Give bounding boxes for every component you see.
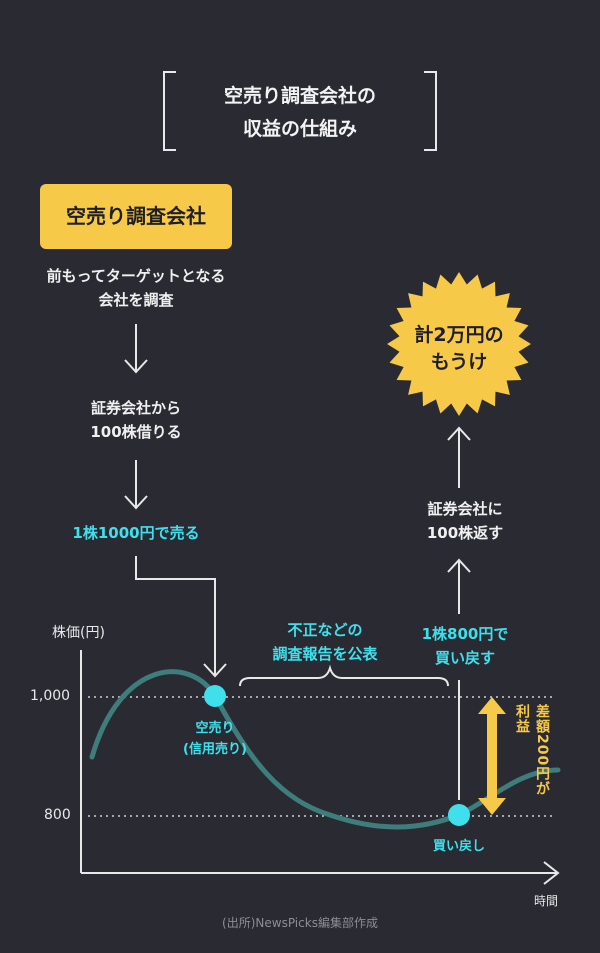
return-line-2: 100株返す (426, 524, 504, 542)
profit-line-2: もうけ (430, 351, 488, 373)
buyback-line-1: 1株800円で (421, 625, 509, 643)
arrow-up-to-return (447, 558, 471, 614)
spread-caption-col-2: 利益 (514, 704, 530, 734)
page-title: 空売り調査会社の 収益の仕組み (163, 80, 437, 146)
spread-caption-col-1: 差額200円が (534, 704, 550, 797)
report-line-1: 不正などの (287, 621, 363, 639)
profit-starburst (387, 272, 531, 416)
buyback-point (448, 804, 470, 826)
title-line-1: 空売り調査会社の (223, 85, 376, 107)
short-point-line-1: 空売り (195, 721, 235, 736)
return-line-1: 証券会社に (427, 500, 503, 518)
research-caption: 前もってターゲットとなる 会社を調査 (20, 264, 252, 312)
research-line-2: 会社を調査 (98, 291, 174, 309)
spread-double-arrow (478, 697, 506, 815)
borrow-line-2: 100株借りる (90, 423, 182, 441)
title-line-2: 収益の仕組み (242, 118, 357, 140)
short-point-line-2: (信用売り) (183, 742, 247, 757)
arrow-down-2 (124, 460, 148, 510)
buyback-line-2: 買い戻す (434, 649, 495, 667)
profit-line-1: 計2万円の (414, 324, 504, 346)
source-note: (出所)NewsPicks編集部作成 (222, 916, 378, 930)
short-point-caption: 空売り (信用売り) (160, 718, 270, 760)
borrow-caption: 証券会社から 100株借りる (20, 396, 252, 444)
report-brace (239, 664, 449, 687)
tick-1000: 1,000 (30, 688, 71, 704)
borrow-line-1: 証券会社から (90, 399, 181, 417)
report-line-2: 調査報告を公表 (272, 645, 378, 663)
buyback-caption: 1株800円で 買い戻す (380, 622, 550, 670)
research-line-1: 前もってターゲットとなる (46, 267, 226, 285)
sell-caption: 1株1000円で売る (72, 524, 200, 542)
return-caption: 証券会社に 100株返す (380, 497, 550, 545)
y-axis-label: 株価(円) (52, 625, 105, 641)
report-caption: 不正などの 調査報告を公表 (215, 618, 435, 666)
stock-price-curve (89, 669, 561, 830)
buyback-point-caption: 買い戻し (432, 839, 485, 854)
x-axis-label: 時間 (534, 894, 559, 908)
chart-axes (80, 650, 560, 885)
short-seller-badge: 空売り調査会社 (40, 184, 232, 249)
profit-caption: 計2万円の もうけ (389, 322, 529, 376)
arrow-down-1 (124, 324, 148, 374)
arrow-to-short-point (135, 556, 227, 678)
tick-800: 800 (44, 807, 71, 823)
short-sell-point (204, 685, 226, 707)
arrow-up-to-profit (447, 426, 471, 488)
